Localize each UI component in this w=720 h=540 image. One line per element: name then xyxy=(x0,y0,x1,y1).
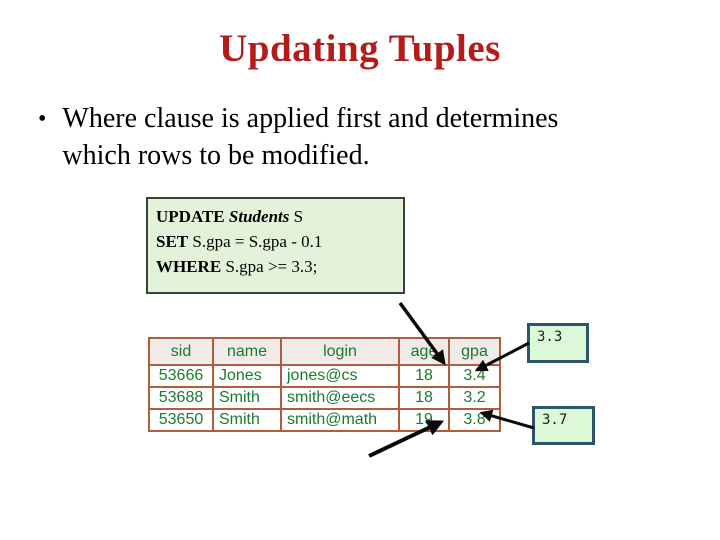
cell-name: Smith xyxy=(212,408,282,432)
sql-code-box: UPDATE Students S SET S.gpa = S.gpa - 0.… xyxy=(146,197,405,294)
callout-new-gpa-3-7: 3.7 xyxy=(532,406,595,445)
sql-table-name: Students xyxy=(228,207,290,226)
students-table: sid name login age gpa 53666 Jones jones… xyxy=(148,337,501,432)
col-header-name: name xyxy=(212,337,282,366)
sql-keyword-set: SET xyxy=(156,232,189,251)
cell-sid: 53650 xyxy=(148,408,214,432)
callout-new-gpa-3-3: 3.3 xyxy=(527,323,589,363)
sql-line3-tail: S.gpa >= 3.3; xyxy=(221,257,318,276)
col-header-login: login xyxy=(280,337,400,366)
bullet-text-line1: Where clause is applied first and determ… xyxy=(62,103,559,134)
col-header-gpa: gpa xyxy=(448,337,501,366)
table-row: 53650 Smith smith@math 19 3.8 xyxy=(148,408,501,432)
cell-sid: 53688 xyxy=(148,386,214,410)
table-header-row: sid name login age gpa xyxy=(148,337,501,366)
sql-keyword-update: UPDATE xyxy=(156,207,225,226)
cell-age: 18 xyxy=(398,364,450,388)
table-row: 53666 Jones jones@cs 18 3.4 xyxy=(148,364,501,388)
slide-title: Updating Tuples xyxy=(219,27,501,70)
sql-line-update: UPDATE Students S xyxy=(156,204,403,229)
table-row: 53688 Smith smith@eecs 18 3.2 xyxy=(148,386,501,410)
cell-sid: 53666 xyxy=(148,364,214,388)
col-header-sid: sid xyxy=(148,337,214,366)
bullet-item: • Where clause is applied first and dete… xyxy=(38,100,688,174)
cell-gpa: 3.4 xyxy=(448,364,501,388)
cell-age: 19 xyxy=(398,408,450,432)
cell-login: smith@math xyxy=(280,408,400,432)
cell-name: Jones xyxy=(212,364,282,388)
cell-gpa: 3.8 xyxy=(448,408,501,432)
sql-line1-tail: S xyxy=(289,207,304,226)
bullet-text-line2: which rows to be modified. xyxy=(62,140,370,171)
cell-name: Smith xyxy=(212,386,282,410)
cell-login: smith@eecs xyxy=(280,386,400,410)
col-header-age: age xyxy=(398,337,450,366)
sql-line2-tail: S.gpa = S.gpa - 0.1 xyxy=(188,232,323,251)
cell-login: jones@cs xyxy=(280,364,400,388)
bullet-text: Where clause is applied first and determ… xyxy=(62,100,558,174)
bullet-marker: • xyxy=(38,106,47,132)
cell-gpa: 3.2 xyxy=(448,386,501,410)
sql-line-where: WHERE S.gpa >= 3.3; xyxy=(156,254,403,279)
cell-age: 18 xyxy=(398,386,450,410)
sql-line-set: SET S.gpa = S.gpa - 0.1 xyxy=(156,229,403,254)
sql-keyword-where: WHERE xyxy=(156,257,222,276)
